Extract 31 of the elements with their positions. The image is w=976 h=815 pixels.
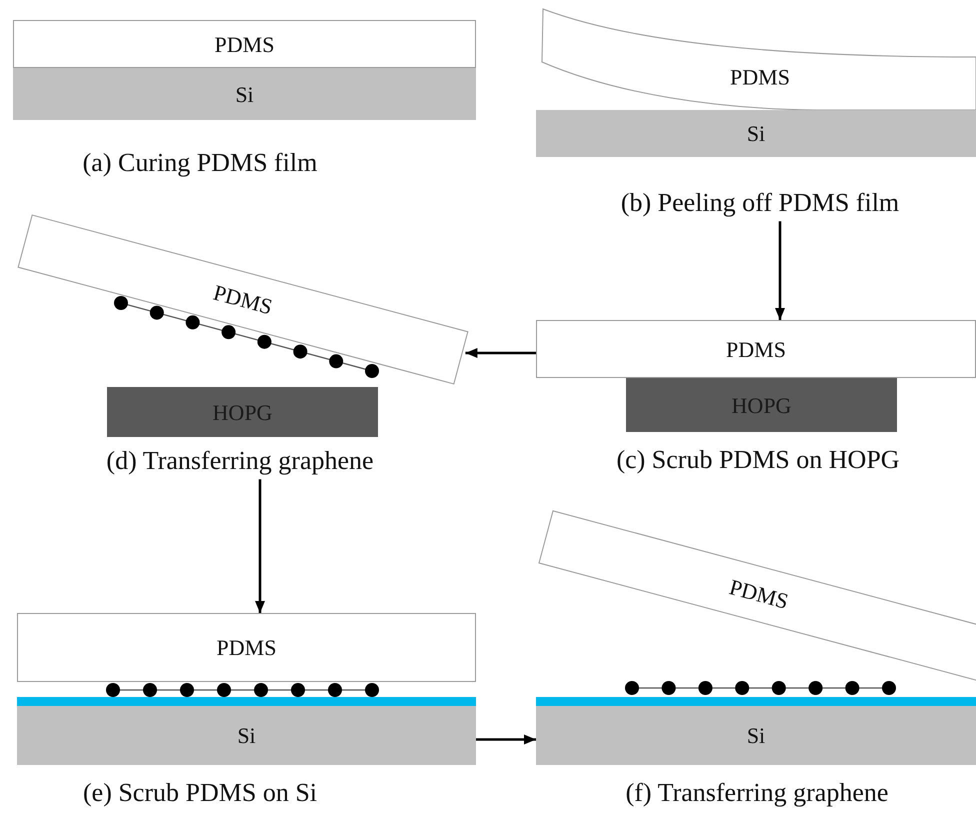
arrow: [465, 348, 536, 358]
step-caption: (b) Peeling off PDMS film: [620, 186, 900, 220]
arrow: [775, 221, 785, 320]
layer-label: PDMS: [726, 573, 792, 616]
step-caption: (e) Scrub PDMS on Si: [83, 776, 317, 809]
layer-label: PDMS: [216, 634, 276, 662]
silicon-substrate: [536, 110, 976, 157]
arrow: [255, 479, 265, 613]
pdms-film: [536, 320, 976, 378]
layer-label: Si: [746, 120, 766, 148]
step-caption: (f) Transferring graphene: [626, 776, 888, 809]
silicon-substrate: [13, 68, 476, 120]
pdms-film: [13, 20, 476, 68]
arrow: [476, 734, 536, 744]
layer-label: HOPG: [732, 392, 792, 420]
silicon-substrate: [17, 706, 476, 765]
silicon-substrate: [536, 706, 976, 765]
graphite-block: [626, 378, 897, 432]
step-caption: (a) Curing PDMS film: [82, 146, 318, 179]
layer-label: Si: [746, 722, 766, 750]
pdms-film: [17, 613, 476, 682]
layer-label: PDMS: [214, 30, 274, 58]
graphite-block: [107, 387, 378, 437]
step-caption: (d) Transferring graphene: [106, 444, 374, 478]
layer-label: Si: [235, 80, 254, 108]
step-caption: (c) Scrub PDMS on HOPG: [616, 444, 900, 476]
layer-label: PDMS: [210, 278, 276, 322]
layer-label: PDMS: [726, 336, 786, 364]
layer-label: PDMS: [730, 64, 790, 90]
layer-label: HOPG: [212, 398, 272, 426]
layer-label: Si: [237, 722, 256, 750]
